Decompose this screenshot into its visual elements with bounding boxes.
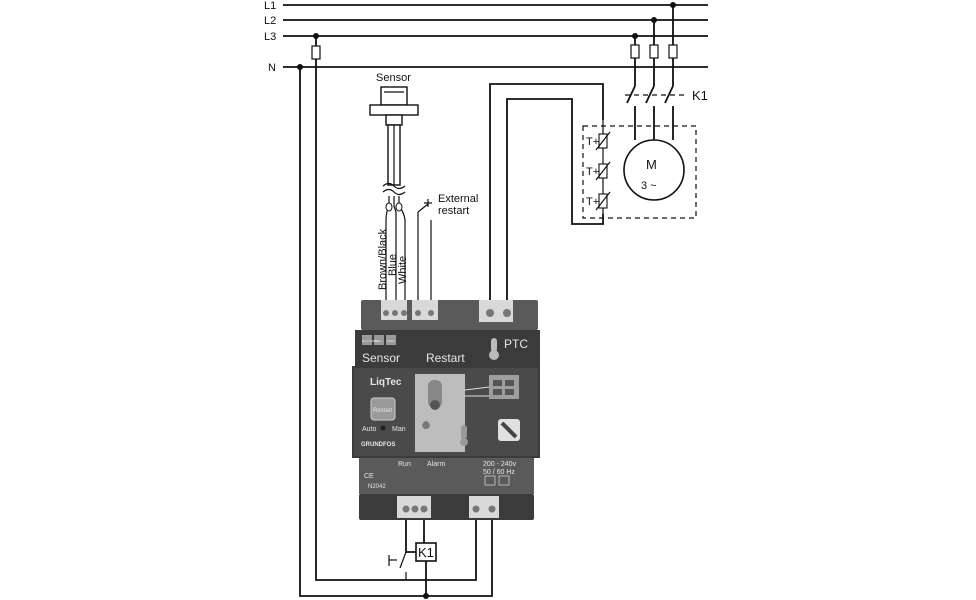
supply-frequency: 50 / 60 Hz <box>483 469 515 476</box>
motor-enclosure <box>582 125 697 219</box>
restart-button-label: Restart <box>373 408 393 414</box>
sensor-icon <box>369 86 419 300</box>
thermistor-icon <box>595 131 611 151</box>
group-label-sensor: Sensor <box>362 351 400 365</box>
label-l1: L1 <box>264 0 276 12</box>
droplet-icon <box>422 421 430 429</box>
motor-icon <box>623 139 685 201</box>
wire-label-white: White <box>397 256 409 284</box>
mini-label: Brown /Black <box>362 339 380 343</box>
fuse-icon <box>311 45 321 60</box>
bottom-terminal-block <box>359 494 534 520</box>
supply-lines: L1 L2 L3 N <box>264 0 708 74</box>
label-n: N <box>268 62 276 74</box>
terminal-screw-icon <box>381 300 513 322</box>
thermistor-icon <box>595 161 611 181</box>
ptc-label: T+ <box>586 196 599 208</box>
sensor: Sensor Brown/Black Blue White <box>369 72 419 300</box>
motor: M 3 ~ T+ T+ T+ <box>582 120 697 219</box>
sensor-label: Sensor <box>376 72 411 84</box>
motor-phases: 3 ~ <box>641 180 657 192</box>
mini-label: White <box>387 339 395 343</box>
fuse-symbol-icon <box>498 475 510 486</box>
fuse-icon <box>630 44 640 59</box>
brand-label: LiqTec <box>370 377 402 388</box>
external-restart-label: External <box>438 193 478 205</box>
label-l2: L2 <box>264 15 276 27</box>
manufacturer-label: GRUNDFOS <box>361 442 395 448</box>
relay-output-wiring: K1 <box>388 520 437 596</box>
thermometer-icon <box>428 380 442 408</box>
pushbutton-switch-icon <box>417 199 432 300</box>
ptc-wiring <box>489 83 604 300</box>
external-restart-label-2: restart <box>438 205 469 217</box>
restart-button[interactable] <box>370 397 396 421</box>
wire-label-blue: Blue <box>387 254 399 276</box>
motor-branch: K1 <box>625 2 708 140</box>
liqtec-device: Brown /Black Blue White Sensor Restart P… <box>352 300 540 520</box>
led-icon <box>380 425 386 431</box>
relay-alarm-label: Alarm <box>427 461 445 468</box>
relay-run-label: Run <box>398 461 411 468</box>
mode-man: Man <box>392 426 406 433</box>
fuse-icon <box>668 44 678 59</box>
fuse-icon <box>649 44 659 59</box>
manual-switch-icon <box>388 551 407 580</box>
mini-label: Blue <box>375 339 381 343</box>
ptc-label: T+ <box>586 166 599 178</box>
contactor-label: K1 <box>692 88 708 103</box>
group-label-restart: Restart <box>426 351 465 365</box>
k1-coil-label: K1 <box>418 545 434 560</box>
supply-voltage: 200 - 240v <box>483 461 517 468</box>
terminal-screw-icon <box>469 496 499 518</box>
contactor-k1-contacts-icon <box>625 85 688 140</box>
ptc-label: T+ <box>586 136 599 148</box>
wire-label-brown-black: Brown/Black <box>377 228 389 290</box>
cert-code: N2042 <box>368 484 386 490</box>
label-l3: L3 <box>264 31 276 43</box>
external-restart: External restart <box>417 193 478 300</box>
label-strip <box>355 330 540 366</box>
motor-symbol: M <box>646 157 657 172</box>
ce-mark: CE <box>364 473 374 480</box>
mode-auto: Auto <box>362 426 377 433</box>
group-label-ptc: PTC <box>504 337 528 351</box>
thermistor-icon <box>595 191 611 211</box>
ptc-thermometer-icon <box>489 338 499 360</box>
dip-switch-icon[interactable] <box>489 375 519 399</box>
earth-symbol-icon <box>484 475 496 486</box>
